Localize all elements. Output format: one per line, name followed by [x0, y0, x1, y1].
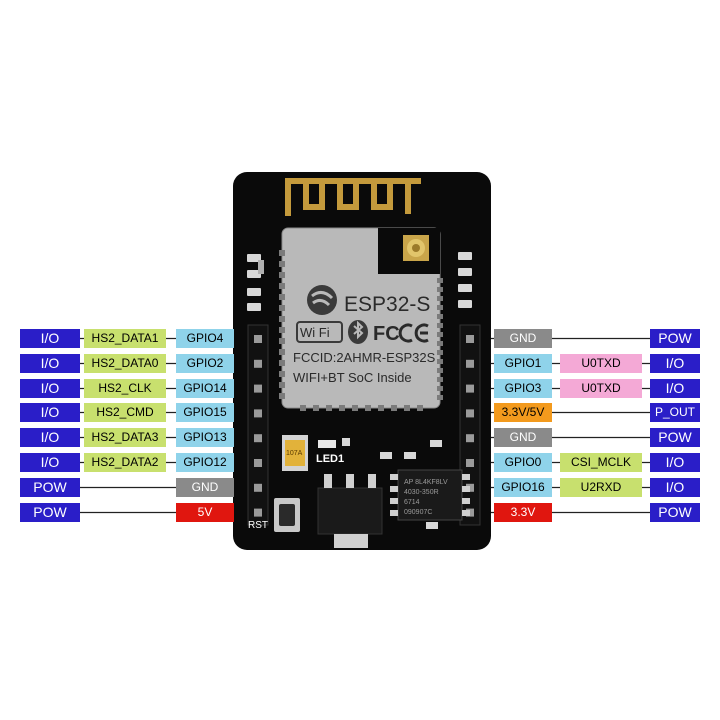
led1: [318, 440, 336, 448]
fcc-logo: FC: [373, 323, 400, 345]
left-pin-name: GPIO13: [176, 428, 234, 447]
right-pin-name: GPIO1: [494, 354, 552, 373]
right-pin-function: U0TXD: [560, 379, 642, 398]
pcb-antenna: [285, 178, 421, 216]
right-pin-function: CSI_MCLK: [560, 453, 642, 472]
right-pin-type: I/O: [650, 478, 700, 497]
chip-marking-2: 4030-350R: [404, 489, 439, 496]
left-pin-function: HS2_DATA3: [84, 428, 166, 447]
right-pin-name: GND: [494, 329, 552, 348]
left-pin-function: HS2_CLK: [84, 379, 166, 398]
espressif-logo-icon: [307, 285, 337, 315]
led-label: LED1: [316, 453, 344, 465]
left-pin-name: GPIO4: [176, 329, 234, 348]
fcc-id: FCCID:2AHMR-ESP32S: [293, 350, 436, 365]
right-pin-name: GPIO0: [494, 453, 552, 472]
right-pin-name: GPIO3: [494, 379, 552, 398]
right-pin-type: POW: [650, 503, 700, 522]
left-pin-type: I/O: [20, 428, 80, 447]
voltage-regulator: [317, 474, 383, 548]
left-pin-function: HS2_DATA1: [84, 329, 166, 348]
module-brand: ESP32-S: [344, 293, 430, 316]
left-pin-name: GPIO2: [176, 354, 234, 373]
right-pin-type: POW: [650, 329, 700, 348]
left-pin-function: HS2_CMD: [84, 403, 166, 422]
left-pin-name: GND: [176, 478, 234, 497]
right-pin-type: P_OUT: [650, 403, 700, 422]
right-pin-name: 3.3V/5V: [494, 403, 552, 422]
bluetooth-icon: [348, 320, 368, 344]
rst-label: RST: [248, 520, 268, 531]
left-pin-type: I/O: [20, 453, 80, 472]
capacitor-marking: 107A: [286, 450, 303, 457]
psram-chip: [390, 469, 470, 521]
right-pin-name: 3.3V: [494, 503, 552, 522]
left-pin-name: GPIO15: [176, 403, 234, 422]
right-pin-type: I/O: [650, 379, 700, 398]
left-pin-type: I/O: [20, 354, 80, 373]
left-pin-type: POW: [20, 503, 80, 522]
left-pin-type: I/O: [20, 403, 80, 422]
tantalum-capacitor: [282, 435, 308, 471]
left-pin-function: HS2_DATA2: [84, 453, 166, 472]
left-pin-type: POW: [20, 478, 80, 497]
smd-components: [247, 252, 472, 311]
soc-line: WIFI+BT SoC Inside: [293, 370, 412, 385]
right-pin-name: GND: [494, 428, 552, 447]
left-pin-type: I/O: [20, 379, 80, 398]
right-pin-function: U2RXD: [560, 478, 642, 497]
ce-mark-icon: [398, 323, 429, 343]
left-pin-name: GPIO14: [176, 379, 234, 398]
wifi-label: Wi Fi: [300, 325, 330, 340]
chip-marking-1: AP 8L4KF8LV: [404, 479, 448, 486]
ufl-antenna-connector: [403, 235, 429, 261]
chip-marking-3: 6714: [404, 499, 420, 506]
left-header: [247, 324, 269, 526]
chip-marking-4: 090907C: [404, 509, 432, 516]
right-pin-function: U0TXD: [560, 354, 642, 373]
right-pin-type: POW: [650, 428, 700, 447]
right-pin-type: I/O: [650, 453, 700, 472]
left-pin-name: 5V: [176, 503, 234, 522]
reset-button: [274, 498, 300, 532]
left-pin-type: I/O: [20, 329, 80, 348]
left-pin-name: GPIO12: [176, 453, 234, 472]
left-pin-function: HS2_DATA0: [84, 354, 166, 373]
right-pin-name: GPIO16: [494, 478, 552, 497]
module-pads: [279, 250, 443, 411]
right-pin-type: I/O: [650, 354, 700, 373]
misc-components: [342, 438, 442, 529]
right-header: [459, 324, 481, 526]
wifi-badge: [296, 321, 343, 343]
